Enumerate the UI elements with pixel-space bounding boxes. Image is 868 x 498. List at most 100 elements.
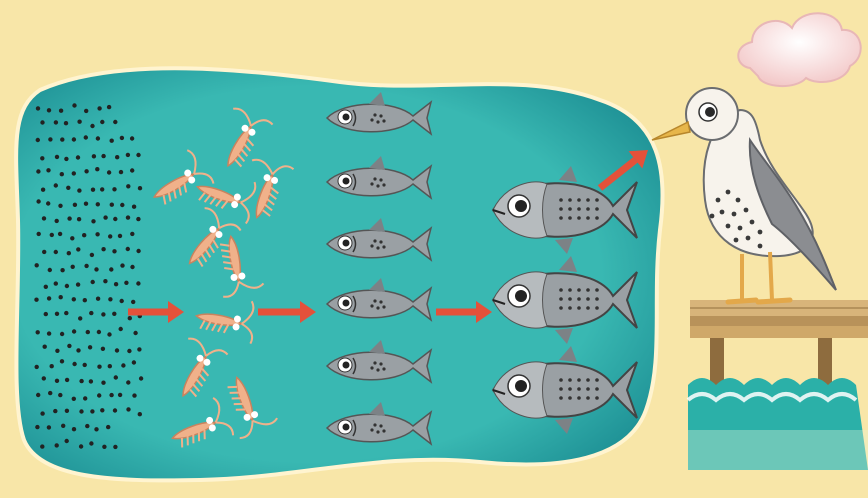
plankton-dot xyxy=(109,267,113,271)
plankton-dot xyxy=(136,217,140,221)
gull-spot xyxy=(758,230,763,235)
plankton-dot xyxy=(73,203,77,207)
plankton-dot xyxy=(101,247,105,251)
plankton-dot xyxy=(107,105,111,109)
plankton-dot xyxy=(36,393,40,397)
plankton-dot xyxy=(60,359,64,363)
plankton-dot xyxy=(83,298,87,302)
plankton-dot xyxy=(90,253,94,257)
plankton-dot xyxy=(40,411,44,415)
plankton-dot xyxy=(132,393,136,397)
plankton-dot xyxy=(126,407,130,411)
plankton-dot xyxy=(91,280,95,284)
plankton-dot xyxy=(131,300,135,304)
seagull xyxy=(652,88,836,302)
plankton-dot xyxy=(77,217,81,221)
plankton-dot xyxy=(113,445,117,449)
plankton-dot xyxy=(76,282,80,286)
plankton-dot xyxy=(138,186,142,190)
plankton-dot xyxy=(139,376,143,380)
plankton-dot xyxy=(126,153,130,157)
plankton-dot xyxy=(113,217,117,221)
plankton-dot xyxy=(138,412,142,416)
plankton-dot xyxy=(36,330,40,334)
plankton-dot xyxy=(84,169,88,173)
plankton-dot xyxy=(130,136,134,140)
plankton-dot xyxy=(55,443,59,447)
plankton-dot xyxy=(77,188,81,192)
plankton-dot xyxy=(64,157,68,161)
plankton-dot xyxy=(96,202,100,206)
plankton-dot xyxy=(95,232,99,236)
gull-spot xyxy=(720,210,725,215)
gull-spot xyxy=(716,198,721,203)
plankton-dot xyxy=(126,380,130,384)
plankton-dot xyxy=(72,171,76,175)
plankton-dot xyxy=(65,409,69,413)
plankton-dot xyxy=(40,120,44,124)
plankton-dot xyxy=(72,397,76,401)
plankton-dot xyxy=(112,187,116,191)
plankton-dot xyxy=(83,363,87,367)
plankton-dot xyxy=(89,379,93,383)
plankton-dot xyxy=(101,381,105,385)
gull-spot xyxy=(726,224,731,229)
plankton-dot xyxy=(43,345,47,349)
plankton-dot xyxy=(130,265,134,269)
gull-spot xyxy=(734,238,739,243)
plankton-dot xyxy=(126,247,130,251)
plankton-dot xyxy=(84,264,88,268)
plankton-dot xyxy=(107,332,111,336)
plankton-dot xyxy=(48,137,52,141)
plankton-dot xyxy=(100,408,104,412)
plankton-dot xyxy=(72,362,76,366)
plankton-dot xyxy=(35,263,39,267)
plankton-dot xyxy=(120,263,124,267)
plankton-dot xyxy=(55,155,59,159)
gull-spot xyxy=(726,190,731,195)
plankton-dot xyxy=(79,379,83,383)
plankton-dot xyxy=(107,170,111,174)
sea-waves xyxy=(688,378,868,470)
plankton-dot xyxy=(118,234,122,238)
plankton-dot xyxy=(55,379,59,383)
plankton-dot xyxy=(58,232,62,236)
plankton-dot xyxy=(101,312,105,316)
plankton-dot xyxy=(136,153,140,157)
plankton-dot xyxy=(36,106,40,110)
plankton-dot xyxy=(66,186,70,190)
plankton-dot xyxy=(72,329,76,333)
gull-spot xyxy=(710,214,715,219)
plankton-dot xyxy=(60,268,64,272)
gull-spot xyxy=(746,236,751,241)
plankton-dot xyxy=(55,349,59,353)
plankton-dot xyxy=(76,348,80,352)
plankton-dot xyxy=(120,136,124,140)
plankton-dot xyxy=(90,124,94,128)
gull-spot xyxy=(744,208,749,213)
plankton-dot xyxy=(65,378,69,382)
gull-spot xyxy=(736,198,741,203)
plankton-dot xyxy=(126,215,130,219)
plankton-dot xyxy=(76,155,80,159)
plankton-dot xyxy=(84,202,88,206)
plankton-dot xyxy=(44,312,48,316)
plankton-dot xyxy=(95,167,99,171)
plankton-dot xyxy=(101,154,105,158)
plankton-dot xyxy=(36,138,40,142)
plankton-dot xyxy=(76,247,80,251)
plankton-dot xyxy=(97,106,101,110)
plankton-dot xyxy=(54,281,58,285)
plankton-dot xyxy=(65,439,69,443)
plankton-dot xyxy=(60,137,64,141)
plankton-dot xyxy=(65,284,69,288)
plankton-dot xyxy=(72,137,76,141)
plankton-dot xyxy=(112,249,116,253)
plankton-dot xyxy=(47,108,51,112)
large-fish-group xyxy=(493,166,637,434)
plankton-dot xyxy=(55,312,59,316)
plankton-dot xyxy=(97,365,101,369)
plankton-dot xyxy=(109,393,113,397)
plankton-dot xyxy=(58,204,62,208)
